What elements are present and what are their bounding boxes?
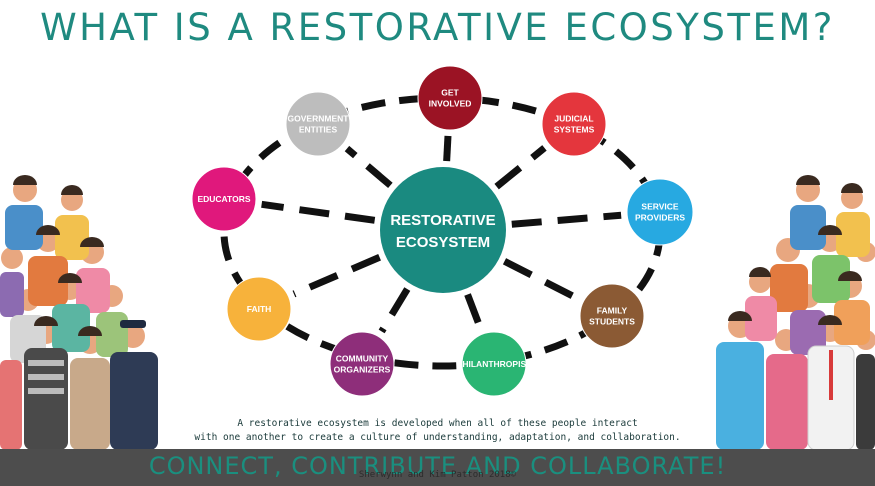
node-circle	[461, 331, 527, 397]
node-label: GOVERNMENT	[288, 114, 350, 124]
spoke-educators	[261, 200, 376, 224]
page-title: WHAT IS A RESTORATIVE ECOSYSTEM?	[40, 6, 835, 49]
node-circle	[579, 283, 645, 349]
center-node: RESTORATIVE ECOSYSTEM	[380, 167, 506, 293]
node-label: COMMUNITY	[336, 354, 389, 364]
people-illustration-left	[0, 175, 158, 450]
spoke-service-providers	[511, 211, 622, 228]
node-label: ORGANIZERS	[334, 365, 391, 375]
spoke-faith	[292, 254, 381, 298]
center-node-line1: RESTORATIVE	[390, 212, 495, 229]
caption-line1: A restorative ecosystem is developed whe…	[237, 418, 638, 429]
connector-spokes	[261, 135, 622, 334]
node-label: PROVIDERS	[635, 213, 685, 223]
caption-line2: with one another to create a culture of …	[194, 432, 681, 443]
node-label: EDUCATORS	[197, 194, 250, 204]
node-label: PHILANTHROPIST	[457, 359, 532, 369]
node-educators: EDUCATORS	[191, 166, 257, 232]
node-label: SERVICE	[641, 202, 678, 212]
people-illustration-right	[716, 175, 875, 451]
node-label: INVOLVED	[429, 99, 472, 109]
spoke-judicial-systems	[494, 145, 547, 190]
footer-bar	[0, 449, 875, 486]
node-circle	[226, 276, 292, 342]
node-label: STUDENTS	[589, 317, 635, 327]
node-philanthropist: PHILANTHROPIST	[457, 331, 532, 397]
spoke-philanthropist	[464, 293, 484, 330]
spoke-family-students	[502, 258, 580, 302]
node-circle	[541, 91, 607, 157]
spoke-community-organizers	[378, 287, 411, 334]
node-label: SYSTEMS	[554, 125, 595, 135]
node-circle	[329, 331, 395, 397]
node-label: FAITH	[247, 304, 272, 314]
spoke-government-entities	[344, 145, 393, 189]
node-circle	[285, 91, 351, 157]
center-node-line2: ECOSYSTEM	[396, 234, 490, 251]
node-label: FAMILY	[597, 306, 628, 316]
spoke-get-involved	[443, 135, 452, 162]
node-label: GET	[441, 88, 459, 98]
node-label: JUDICIAL	[554, 114, 593, 124]
node-faith: FAITH	[226, 276, 292, 342]
node-label: ENTITIES	[299, 125, 338, 135]
node-circle	[417, 65, 483, 131]
node-circle	[626, 178, 694, 246]
node-circle	[191, 166, 257, 232]
footer-credit: Sherwynn and Kim Patton 2018©	[358, 470, 517, 480]
footer-tagline: CONNECT, CONTRIBUTE AND COLLABORATE!	[148, 452, 727, 480]
